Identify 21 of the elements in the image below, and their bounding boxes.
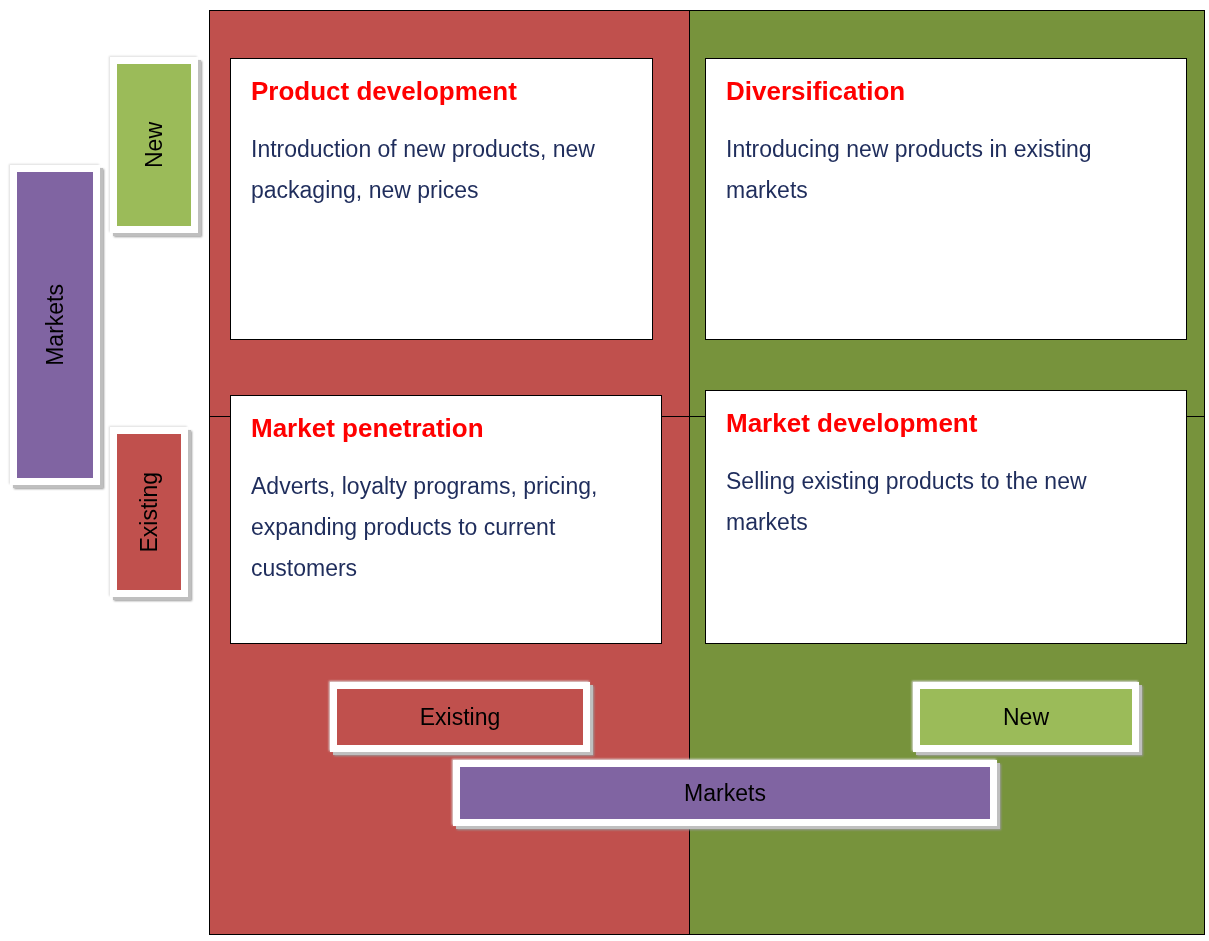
axis-label: Existing <box>135 471 163 553</box>
card-heading: Market penetration <box>251 412 485 444</box>
axis-label: Markets <box>684 779 766 807</box>
card-description: Selling existing products to the new markets <box>726 467 1088 537</box>
axis-label: Markets <box>41 284 69 366</box>
card-heading: Diversification <box>726 75 907 107</box>
card-heading: Product development <box>251 75 518 107</box>
axis-label-box <box>453 760 997 826</box>
axis-label: Existing <box>419 703 501 731</box>
axis-label-box <box>913 682 1139 752</box>
axis-label: New <box>140 122 168 168</box>
card-description: Adverts, loyalty programs, pricing, expanding products to current customers <box>251 472 599 583</box>
strategy-card <box>705 58 1187 340</box>
strategy-card <box>230 58 653 340</box>
axis-label-box <box>330 682 590 752</box>
strategy-card <box>705 390 1187 644</box>
card-heading: Market development <box>726 407 979 439</box>
strategy-card <box>230 395 662 644</box>
axis-label: New <box>1003 703 1049 731</box>
card-description: Introducing new products in existing markets <box>726 135 1093 205</box>
card-description: Introduction of new products, new packaging, new prices <box>251 135 596 205</box>
